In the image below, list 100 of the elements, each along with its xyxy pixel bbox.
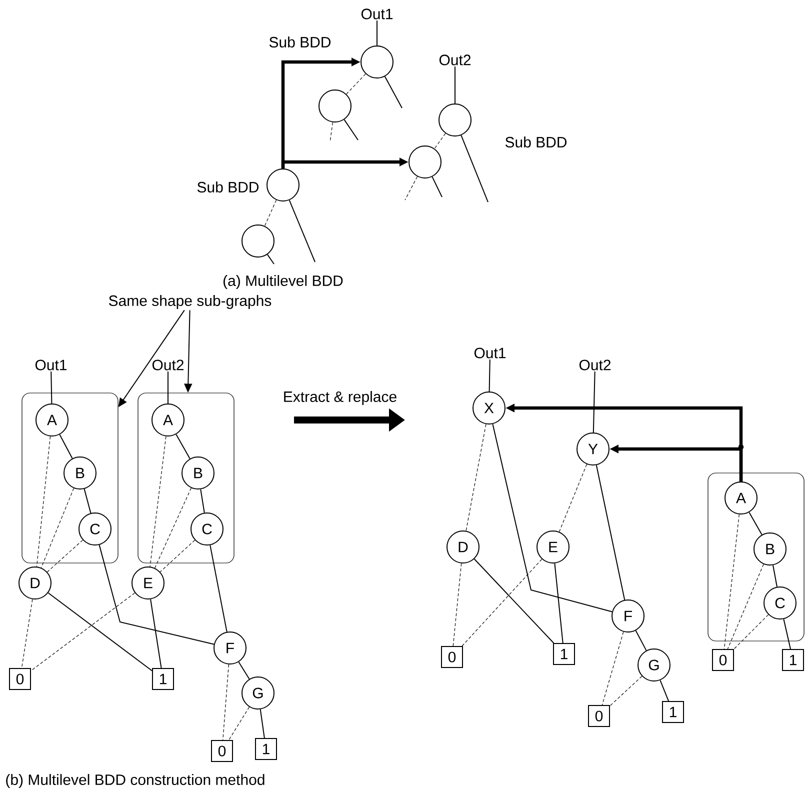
bdd-edge <box>592 371 596 433</box>
terminal-node: 1 <box>152 668 174 690</box>
bdd-edge <box>46 540 84 572</box>
bdd-edge <box>724 514 740 650</box>
terminal-node: 0 <box>211 740 233 762</box>
caption-text: (b) Multilevel BDD construction method <box>6 774 264 788</box>
bdd-edge <box>260 708 265 738</box>
bdd-node: A <box>152 404 184 436</box>
bdd-edge <box>727 564 764 650</box>
bdd-node <box>318 90 352 122</box>
bdd-node: B <box>754 532 787 566</box>
bdd-node: G <box>638 648 670 682</box>
bdd-edge <box>432 176 442 198</box>
bdd-edge <box>404 176 418 200</box>
bdd-edge <box>30 592 136 672</box>
caption-text: (a) Multilevel BDD <box>224 275 343 289</box>
bdd-node: F <box>214 632 246 664</box>
bdd-node: A <box>36 404 68 436</box>
bdd-node: F <box>612 600 644 632</box>
bdd-edge <box>84 488 92 514</box>
subgraph-frame <box>708 472 804 642</box>
annotation-text: Same shape sub-graphs <box>108 295 272 309</box>
output-label: Out2 <box>152 360 184 370</box>
caption-text: Extract & replace <box>284 391 396 405</box>
terminal-node: 1 <box>553 643 575 665</box>
bdd-edge <box>50 371 52 404</box>
bdd-edge <box>98 544 214 645</box>
bdd-edge <box>492 424 613 612</box>
output-label: Out1 <box>474 348 506 358</box>
subgraph-frame <box>138 392 234 564</box>
sub-bdd-label: Sub BDD <box>269 36 331 48</box>
bdd-node: E <box>536 530 570 564</box>
sub-bdd-label: Sub BDD <box>197 182 259 192</box>
bdd-edge <box>346 74 366 94</box>
bdd-edge <box>602 632 624 706</box>
bdd-edge <box>210 544 228 632</box>
bdd-edge <box>344 119 358 140</box>
terminal-node: 1 <box>782 649 804 671</box>
bdd-edge <box>228 706 250 740</box>
terminal-node: 0 <box>588 705 610 727</box>
output-label: Out2 <box>579 360 611 370</box>
bdd-edge <box>558 464 588 532</box>
bdd-edge <box>748 512 762 536</box>
bdd-node: X <box>472 392 506 424</box>
bdd-edge <box>200 488 205 514</box>
bdd-edge <box>434 133 446 149</box>
bdd-edge <box>48 592 152 672</box>
bdd-node: Y <box>576 432 610 466</box>
bdd-edge <box>488 359 490 392</box>
bdd-edge <box>452 563 462 646</box>
bdd-edge <box>772 564 778 588</box>
output-label: Out1 <box>361 8 393 20</box>
bdd-edge <box>596 464 626 600</box>
bdd-node: B <box>64 456 96 490</box>
bdd-node <box>266 168 300 202</box>
output-label: Out2 <box>439 54 471 66</box>
bdd-node: A <box>724 482 758 514</box>
bdd-node: D <box>18 566 52 600</box>
bdd-edge <box>21 599 33 668</box>
bdd-node <box>242 224 274 258</box>
bdd-edge <box>266 254 274 264</box>
bdd-edge <box>384 76 402 108</box>
bdd-edge <box>176 434 190 460</box>
bdd-node: E <box>132 566 164 600</box>
bdd-edge <box>150 436 166 567</box>
bdd-node: B <box>182 456 214 490</box>
bdd-edge <box>154 488 192 568</box>
bdd-node: C <box>764 586 796 620</box>
bdd-edge <box>783 618 791 650</box>
bdd-node: D <box>446 530 480 564</box>
terminal-node: 0 <box>712 649 734 671</box>
bdd-edge <box>36 436 51 567</box>
bdd-edge <box>238 662 250 680</box>
bdd-edge <box>635 630 647 651</box>
bdd-edge <box>466 424 486 532</box>
terminal-node: 0 <box>9 668 31 690</box>
sub-bdd-label: Sub BDD <box>505 136 567 148</box>
bdd-node <box>360 46 394 78</box>
bdd-edge <box>554 562 564 644</box>
bdd-node <box>438 104 472 136</box>
bdd-edge <box>734 614 769 650</box>
bdd-node <box>408 146 442 178</box>
terminal-node: 0 <box>441 646 463 668</box>
bdd-node: G <box>242 676 274 710</box>
bdd-edge <box>264 200 277 226</box>
subgraph-frame <box>22 392 118 564</box>
bdd-edge <box>610 676 642 706</box>
bdd-edge <box>222 664 230 740</box>
bdd-edge <box>376 20 378 46</box>
bdd-edge <box>150 598 162 668</box>
terminal-node: 1 <box>255 738 277 760</box>
bdd-edge <box>462 558 542 646</box>
bdd-edge <box>460 134 488 202</box>
bdd-node: C <box>190 512 224 546</box>
bdd-edge <box>474 558 554 644</box>
output-label: Out1 <box>35 360 67 370</box>
bdd-edge <box>59 434 73 459</box>
bdd-edge <box>330 122 334 142</box>
bdd-edge <box>454 66 456 104</box>
bdd-edge <box>160 540 196 572</box>
